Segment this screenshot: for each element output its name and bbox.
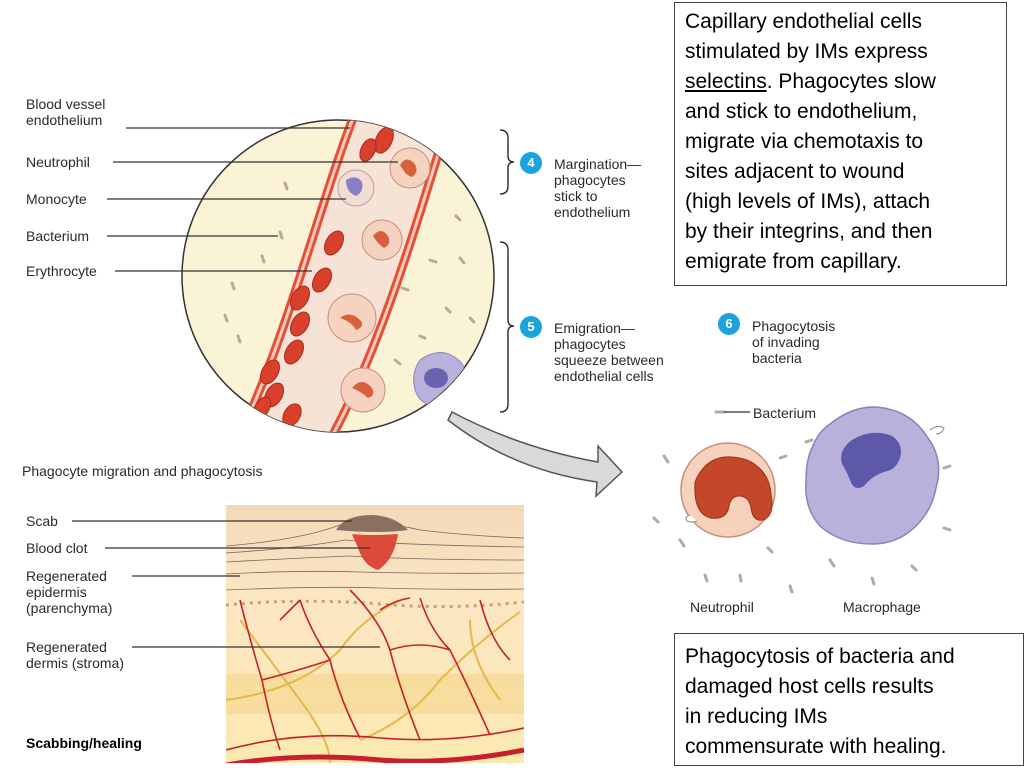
callout-line: (high levels of IMs), attach — [685, 190, 931, 213]
step-line: endothelium — [554, 204, 631, 220]
wound-panel — [226, 505, 524, 763]
phagocyte-bacteria — [652, 410, 952, 594]
magnified-view — [181, 119, 495, 433]
caption-healing: Scabbing/healing — [26, 735, 142, 751]
callout-line: Phagocytosis of bacteria and — [685, 645, 955, 668]
callout-line: migrate via chemotaxis to — [685, 130, 924, 153]
step-5-text: Emigration— phagocytes squeeze between e… — [554, 320, 664, 384]
label-phago-neutrophil: Neutrophil — [690, 599, 754, 615]
step-line: phagocytes — [554, 172, 626, 188]
label-erythrocyte: Erythrocyte — [26, 263, 97, 279]
step-brackets — [499, 129, 515, 413]
step-line: of invading — [752, 334, 820, 350]
label-line: (parenchyma) — [26, 600, 113, 616]
step-6-text: Phagocytosis of invading bacteria — [752, 318, 835, 366]
callout-line: sites adjacent to wound — [685, 160, 905, 183]
label-line: Blood vessel — [26, 96, 106, 112]
label-monocyte: Monocyte — [26, 191, 87, 207]
step-6-badge: 6 — [718, 313, 740, 335]
tissue-macrophage — [413, 352, 467, 409]
callout-line: Capillary endothelial cells — [685, 10, 922, 33]
step-line: endothelial cells — [554, 368, 654, 384]
selectins-term: selectins — [685, 70, 767, 93]
callout-line: emigrate from capillary. — [685, 250, 902, 273]
wound-leader-lines — [72, 520, 380, 648]
label-phago-bacterium: Bacterium — [753, 405, 817, 421]
label-bacterium: Bacterium — [26, 228, 90, 244]
label-line: Regenerated — [26, 568, 107, 584]
label-neutrophil: Neutrophil — [26, 154, 90, 170]
label-epidermis: Regenerated epidermis (parenchyma) — [26, 568, 112, 616]
selectin-callout: Capillary endothelial cells stimulated b… — [674, 2, 1007, 286]
callout-line: . Phagocytes slow — [766, 70, 936, 93]
step-line: squeeze between — [554, 352, 664, 368]
step-4-text: Margination— phagocytes stick to endothe… — [554, 156, 641, 220]
phagocytic-macrophage — [805, 406, 945, 545]
label-line: dermis (stroma) — [26, 655, 125, 671]
callout-line: damaged host cells results — [685, 675, 934, 698]
step-4-badge: 4 — [520, 152, 542, 174]
phagocytosis-callout: Phagocytosis of bacteria and damaged hos… — [674, 633, 1024, 766]
process-arrow — [447, 410, 624, 498]
step-line: phagocytes — [554, 336, 626, 352]
callout-line: in reducing IMs — [685, 705, 828, 728]
label-endothelium: Blood vessel endothelium — [26, 96, 105, 128]
neutrophils — [327, 147, 431, 413]
label-dermis: Regenerated dermis (stroma) — [26, 639, 124, 671]
label-line: Regenerated — [26, 639, 107, 655]
circle-leader-lines — [107, 127, 398, 272]
step-5-badge: 5 — [520, 316, 542, 338]
callout-line: by their integrins, and then — [685, 220, 933, 243]
step-line: stick to — [554, 188, 598, 204]
step-line: Emigration— — [554, 320, 635, 336]
label-blood-clot: Blood clot — [26, 540, 88, 556]
label-scab: Scab — [26, 513, 58, 529]
bacteria — [223, 181, 476, 366]
monocyte — [337, 169, 375, 207]
label-line: endothelium — [26, 112, 103, 128]
step-line: Phagocytosis — [752, 318, 836, 334]
phagocytic-neutrophil — [680, 442, 776, 538]
callout-line: commensurate with healing. — [685, 735, 947, 758]
label-line: epidermis — [26, 584, 87, 600]
callout-line: stimulated by IMs express — [685, 40, 928, 63]
erythrocytes — [252, 126, 394, 427]
callout-line: and stick to endothelium, — [685, 100, 918, 123]
label-phago-macrophage: Macrophage — [843, 599, 921, 615]
caption-migration: Phagocyte migration and phagocytosis — [22, 463, 263, 479]
step-line: bacteria — [752, 350, 802, 366]
step-line: Margination— — [554, 156, 642, 172]
